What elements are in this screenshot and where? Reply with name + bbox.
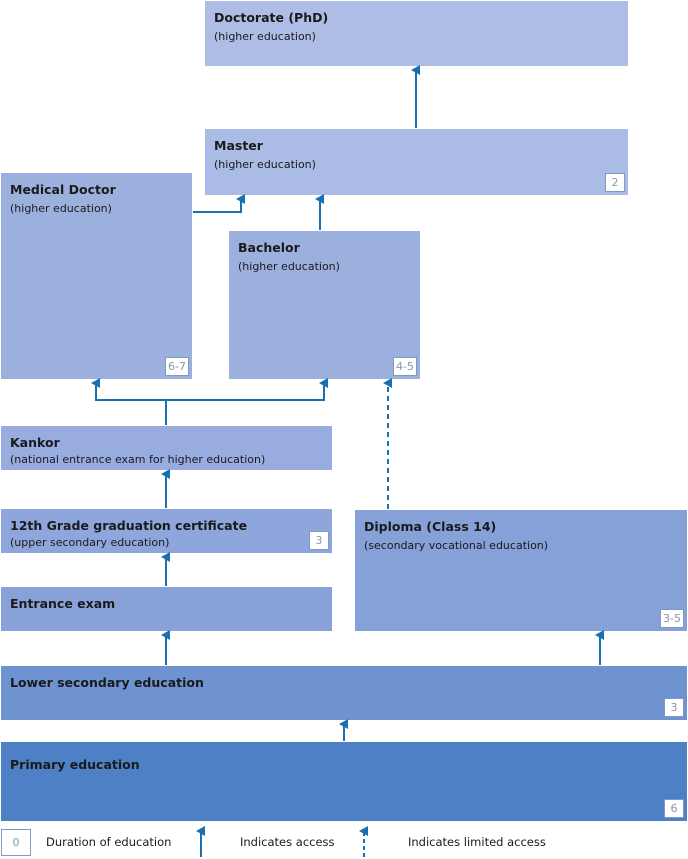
bachelor-duration-badge: 4-5 <box>393 357 417 376</box>
master-duration-badge: 2 <box>605 173 625 192</box>
primary-title: Primary education <box>10 757 140 772</box>
medical-doctor-subtitle: (higher education) <box>10 202 112 215</box>
diploma-subtitle: (secondary vocational education) <box>364 539 549 552</box>
entrance-exam-box: Entrance exam <box>0 586 333 632</box>
legend-access-label: Indicates access <box>240 835 335 849</box>
grade12-box: 12th Grade graduation certificate (upper… <box>0 508 333 554</box>
diploma-title: Diploma (Class 14) <box>364 519 497 534</box>
diploma-duration-badge: 3-5 <box>660 609 684 628</box>
medical-doctor-duration-badge: 6-7 <box>165 357 189 376</box>
bachelor-title: Bachelor <box>238 240 300 255</box>
kankor-subtitle: (national entrance exam for higher educa… <box>10 453 266 466</box>
grade12-subtitle: (upper secondary education) <box>10 536 170 549</box>
legend-limited-access-label: Indicates limited access <box>408 835 546 849</box>
lower-secondary-duration-badge: 3 <box>664 698 684 717</box>
medical-doctor-box: Medical Doctor (higher education) 6-7 <box>0 172 193 380</box>
primary-duration-badge: 6 <box>664 799 684 818</box>
master-subtitle: (higher education) <box>214 158 316 171</box>
bachelor-box: Bachelor (higher education) 4-5 <box>228 230 421 380</box>
medical-doctor-title: Medical Doctor <box>10 182 116 197</box>
legend-duration-sample: 0 <box>1 829 31 856</box>
bachelor-subtitle: (higher education) <box>238 260 340 273</box>
legend-duration-label: Duration of education <box>46 835 172 849</box>
master-title: Master <box>214 138 263 153</box>
kankor-title: Kankor <box>10 435 60 450</box>
kankor-box: Kankor (national entrance exam for highe… <box>0 425 333 471</box>
doctorate-box: Doctorate (PhD) (higher education) <box>204 0 629 67</box>
doctorate-subtitle: (higher education) <box>214 30 316 43</box>
grade12-duration-badge: 3 <box>309 531 329 550</box>
diploma-box: Diploma (Class 14) (secondary vocational… <box>354 509 688 632</box>
arrow-medical-to-master <box>193 194 245 213</box>
primary-box: Primary education 6 <box>0 741 688 822</box>
master-box: Master (higher education) 2 <box>204 128 629 196</box>
lower-secondary-title: Lower secondary education <box>10 675 204 690</box>
doctorate-title: Doctorate (PhD) <box>214 10 329 25</box>
arrow-kankor-to-bachelor <box>166 378 328 401</box>
entrance-exam-title: Entrance exam <box>10 596 116 611</box>
arrow-kankor-to-medical <box>91 378 166 401</box>
grade12-title: 12th Grade graduation certificate <box>10 518 248 533</box>
